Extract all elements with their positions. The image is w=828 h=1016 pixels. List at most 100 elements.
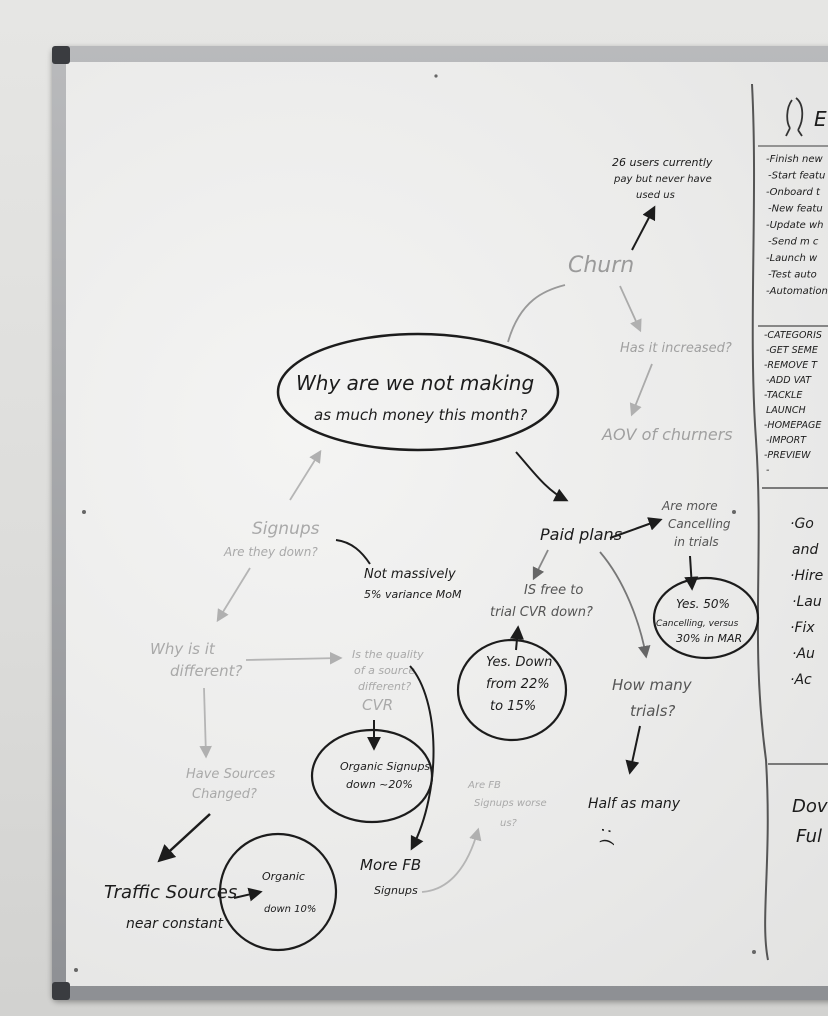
rp-list3-item: ·Go [790, 516, 814, 532]
more-fb-line1: More FB [360, 856, 421, 874]
central-question-bubble [276, 332, 560, 452]
frame-screw [82, 510, 86, 514]
rp-list1-item: -Launch w [766, 253, 818, 264]
churn-to-users-arrow [631, 205, 656, 251]
cancelling-to-answer-arrow [684, 555, 699, 591]
sad-face: : ( [598, 828, 617, 845]
organic-down-line2: down 10% [264, 904, 316, 915]
frame-screw [732, 510, 736, 514]
right-panel-bottom-line2: Ful [796, 826, 822, 847]
quality-to-fb-arrow [409, 665, 435, 851]
free-to-trial-line1: IS free to [524, 583, 583, 598]
aov-churners: AOV of churners [601, 425, 733, 444]
right-panel-bottom-line1: Dov [792, 796, 828, 817]
rp-list2-item: -IMPORT [766, 435, 807, 446]
rp-list2-item: -REMOVE T [764, 360, 818, 371]
person-doodle-icon [785, 97, 804, 137]
rp-list2-item: LAUNCH [766, 405, 806, 416]
signups-label: Signups [252, 519, 320, 539]
frame-screw [74, 968, 78, 972]
sources-to-traffic-arrow [157, 813, 211, 863]
rp-list3-item: ·Au [792, 646, 815, 662]
rp-list3-item: ·Ac [790, 672, 812, 688]
organic-signups-bubble [310, 728, 434, 824]
paid-plans-label: Paid plans [540, 525, 622, 544]
rp-list3-item: ·Hire [790, 568, 823, 584]
rp-list1-item: -Test auto [768, 270, 817, 281]
rp-list3-item: ·Fix [790, 620, 815, 636]
right-panel-list-2: -CATEGORIS-GET SEME-REMOVE T-ADD VAT-TAC… [764, 330, 822, 476]
organic-down-line1: Organic [262, 870, 305, 883]
churn-label: Churn [568, 253, 634, 278]
fb-worse-line1: Are FB [467, 780, 501, 791]
cancelling-q-line1: Are more [661, 499, 718, 513]
yes-down-line2: from 22% [486, 677, 550, 692]
traffic-line2: near constant [126, 916, 224, 932]
rp-list2-item: -GET SEME [766, 345, 818, 356]
central-question-line1: Why are we not making [296, 371, 534, 395]
trials-to-answer-arrow [625, 725, 641, 775]
frame-corner-top-left [52, 46, 70, 64]
sources-changed-line2: Changed? [192, 787, 257, 802]
rp-list2-item: -PREVIEW [764, 450, 811, 461]
cancelling-answer-bubble [652, 576, 760, 660]
signups-question: Are they down? [223, 545, 318, 559]
question-to-paid-arrow [515, 451, 569, 502]
churn-increased-question: Has it increased? [620, 341, 732, 356]
rp-list2-item: -CATEGORIS [764, 330, 822, 341]
churn-to-increased-arrow [619, 285, 642, 333]
why-different-line1: Why is it [150, 640, 216, 658]
fb-to-worse-arrow [421, 827, 482, 893]
frame-screw [434, 74, 438, 78]
paid-to-trials-arrow [599, 551, 651, 659]
rp-list1-item: -New featu [768, 204, 823, 215]
fb-worse-line3: us? [500, 818, 518, 829]
fb-worse-line2: Signups worse [474, 798, 547, 809]
why-to-sources-arrow [199, 687, 213, 759]
yes-down-line1: Yes. Down [486, 655, 552, 670]
whiteboard-surface [66, 62, 828, 986]
frame-corner-bottom-left [52, 982, 70, 1000]
rp-list2-item: -ADD VAT [766, 375, 812, 386]
sources-changed-line1: Have Sources [186, 767, 276, 782]
rp-list1-item: -Start featu [768, 171, 825, 182]
cancelling-q-line3: in trials [674, 535, 719, 549]
central-question-line2: as much money this month? [314, 406, 527, 424]
rp-list1-item: -Automation [766, 286, 828, 297]
organic-signups-line2: down ~20% [346, 778, 413, 791]
right-panel-list-1: -Finish new-Start featu-Onboard t-New fe… [766, 154, 828, 297]
right-panel-header: E [785, 97, 827, 137]
trials-q-line1: How many [612, 676, 693, 694]
yes-down-line3: to 15% [490, 699, 536, 714]
right-panel-header-mark: E [814, 107, 827, 131]
organic-signups-line1: Organic Signups [340, 760, 430, 773]
yes-down-bubble [456, 638, 568, 742]
cancelling-a-line2: Cancelling, versus [656, 619, 739, 629]
free-answer-arrow [510, 625, 524, 651]
rp-list1-item: -Update wh [766, 220, 824, 231]
right-panel-divider [751, 83, 769, 961]
signups-answer-line2: 5% variance MoM [364, 588, 462, 601]
paid-to-free-arrow [532, 549, 549, 581]
cancelling-a-line3: 30% in MAR [676, 632, 742, 645]
traffic-to-organic-arrow [233, 887, 263, 902]
users-note-line2: pay but never have [613, 174, 712, 185]
paid-to-cancelling-arrow [609, 517, 663, 539]
organic-down-bubble [218, 832, 338, 952]
signups-answer-connector [335, 539, 371, 565]
rp-list1-item: -Onboard t [766, 187, 821, 198]
rp-list3-item: ·Lau [792, 594, 822, 610]
frame-screw [752, 950, 756, 954]
rp-list2-item: - [766, 465, 770, 476]
trials-answer: Half as many [588, 796, 681, 812]
rp-list1-item: -Send m c [768, 237, 819, 248]
signups-to-why-arrow [216, 567, 251, 623]
why-to-quality-arrow [245, 651, 343, 665]
cancelling-q-line2: Cancelling [668, 517, 731, 531]
cancelling-a-line1: Yes. 50% [676, 597, 730, 611]
quality-line4: CVR [362, 696, 393, 714]
more-fb-line2: Signups [374, 884, 418, 897]
rp-list3-item: and [792, 542, 818, 558]
signups-answer-line1: Not massively [364, 567, 456, 582]
